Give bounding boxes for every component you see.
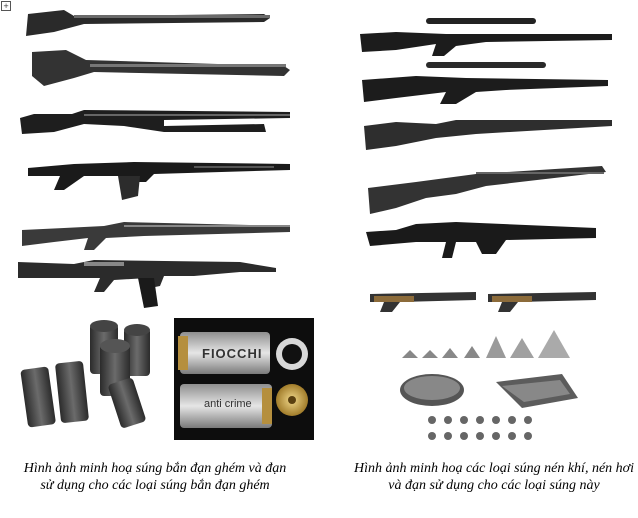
caption-shotguns: Hình ảnh minh hoạ súng bắn đạn ghém và đ… (23, 461, 287, 493)
shotgun-illustrations (18, 10, 290, 308)
shotgun-3 (20, 110, 290, 134)
pellet-pile (496, 374, 578, 408)
air-rifle-5 (366, 222, 596, 258)
shell-label-bottom: anti crime (204, 398, 252, 410)
shotgun-4 (28, 162, 290, 200)
pellet-dish (400, 374, 464, 406)
air-pistol-2 (488, 292, 596, 312)
fiocchi-shells-photo: FIOCCHI anti crime (174, 318, 314, 440)
shotgun-1 (26, 10, 270, 36)
shotgun-shells-loose (20, 320, 150, 428)
caption-air-guns: Hình ảnh minh hoạ các loại súng nén khí,… (353, 461, 635, 493)
shotgun-5 (22, 222, 290, 250)
shell-6 (108, 378, 146, 428)
air-rifle-4 (368, 166, 606, 214)
air-rifle-2 (362, 62, 608, 104)
air-gun-pellets (400, 330, 578, 440)
shotgun-2 (32, 50, 290, 86)
pellet-row (402, 330, 570, 358)
air-gun-illustrations (360, 18, 612, 312)
shell-photo-graphic (178, 332, 308, 428)
shell-5 (55, 361, 89, 423)
pellet-grid (428, 416, 532, 440)
air-rifle-3 (364, 120, 612, 150)
shotgun-6 (18, 260, 276, 308)
shell-2 (124, 324, 150, 376)
shell-label-top: FIOCCHI (202, 346, 263, 361)
air-pistol-1 (370, 292, 476, 312)
move-handle-icon[interactable]: + (1, 1, 11, 11)
shell-4 (20, 366, 56, 428)
air-rifle-1 (360, 18, 612, 56)
